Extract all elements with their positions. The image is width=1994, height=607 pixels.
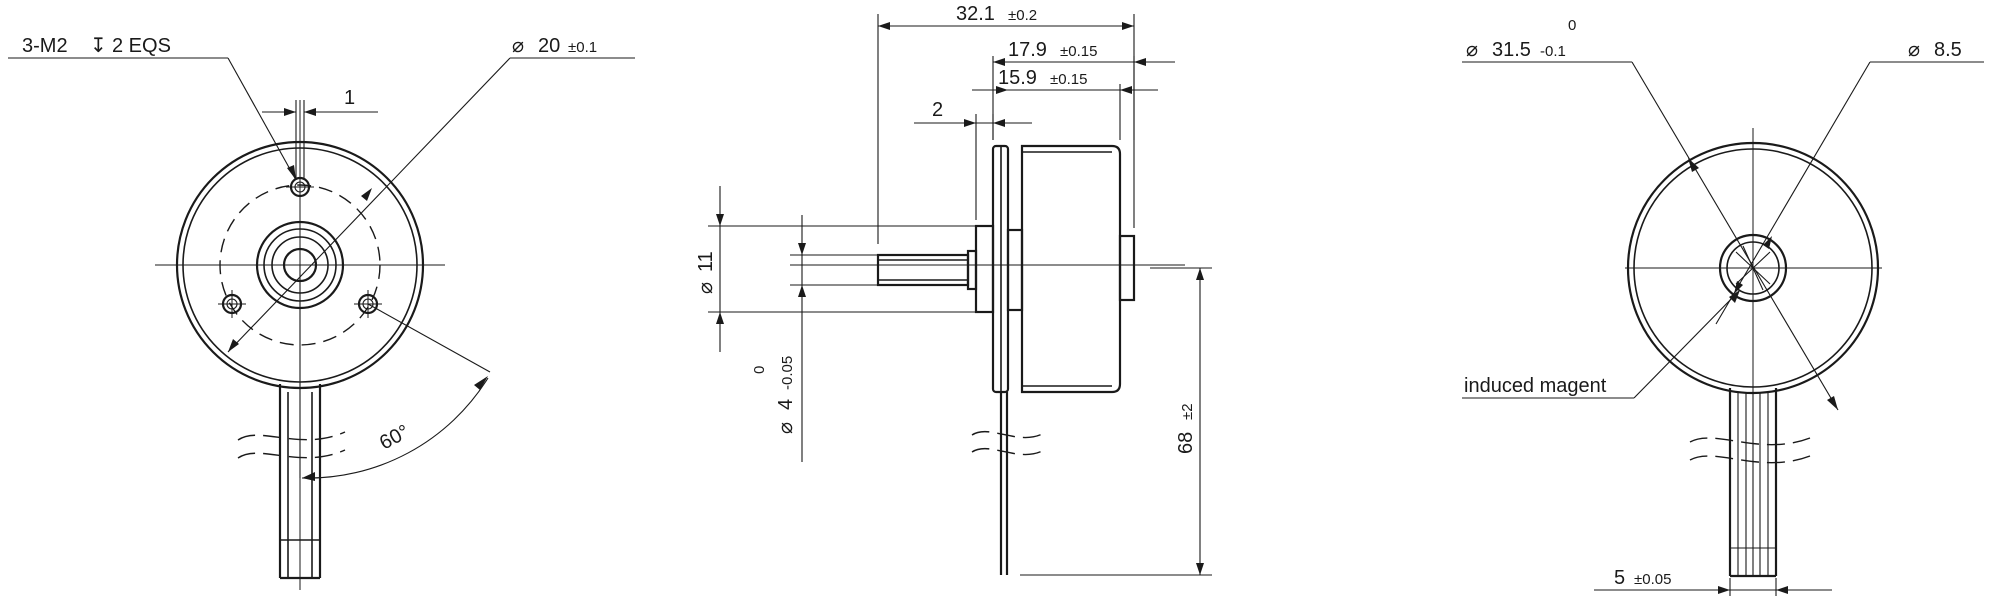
outer-dia-upper: 0 (1568, 17, 1576, 34)
front-mounting-holes (218, 176, 382, 318)
flange-thickness-label: 2 (932, 99, 943, 121)
lead-length-tol: ±2 (1179, 403, 1196, 420)
lead-length-value: 68 (1175, 432, 1197, 454)
shaft-dia-value: 4 (775, 399, 797, 410)
hole-width-label: 1 (344, 87, 355, 109)
body-dia-symbol: ⌀ (512, 35, 524, 57)
front-hole-pitch-circle (219, 184, 381, 346)
body-dia-value: 20 (538, 35, 560, 57)
inner-dia-value: 8.5 (1934, 39, 1962, 61)
inner-diameter-callout: ⌀ 8.5 (1715, 39, 1984, 325)
lead-width-tol: ±0.05 (1634, 571, 1671, 588)
angle-label: 60° (376, 421, 413, 455)
holes-label: 3-M2 (22, 35, 68, 57)
side-hub (974, 224, 995, 314)
holes-depth: 2 EQS (112, 35, 171, 57)
side-rear-boss (1118, 234, 1136, 302)
flange-thickness-dimension: 2 (914, 99, 1032, 220)
side-view: 32.1 ±0.2 17.9 ±0.15 15.9 ±0.15 (695, 3, 1212, 576)
shaft-dia-lower: -0.05 (779, 356, 796, 390)
body-len1-tol: ±0.15 (1060, 43, 1097, 60)
side-body (1020, 144, 1122, 394)
outer-dia-value: 31.5 (1492, 39, 1531, 61)
body-length-1-dimension: 17.9 ±0.15 (992, 39, 1175, 140)
inner-dia-symbol: ⌀ (1908, 39, 1920, 61)
body-len1-value: 17.9 (1008, 39, 1047, 61)
shaft-dia-symbol: ⌀ (775, 422, 797, 434)
lead-width-value: 5 (1614, 567, 1625, 589)
shaft-dia-upper: 0 (751, 366, 768, 374)
body-len2-tol: ±0.15 (1050, 71, 1087, 88)
depth-symbol: ↧ (90, 35, 107, 57)
overall-length-tol: ±0.2 (1008, 7, 1037, 24)
lead-width-dimension: 5 ±0.05 (1594, 567, 1832, 596)
hole-width-dimension: 1 (262, 87, 378, 178)
hub-dia-symbol: ⌀ (695, 282, 717, 294)
rear-lead (1689, 388, 1811, 578)
overall-length-value: 32.1 (956, 3, 995, 25)
body-diameter-callout: ⌀ 20 ±0.1 (227, 35, 635, 353)
front-view: 3-M2 ↧ 2 EQS 1 ⌀ 20 ±0.1 (8, 35, 635, 590)
body-len2-value: 15.9 (998, 67, 1037, 89)
body-dia-tol: ±0.1 (568, 39, 597, 56)
rear-hub-outer (1718, 233, 1788, 303)
body-length-2-dimension: 15.9 ±0.15 (972, 67, 1158, 140)
magnet-callout: induced magent (1462, 289, 1741, 399)
rear-view: ⌀ 31.5 0 -0.1 ⌀ 8.5 induced magent (1462, 17, 1984, 596)
magnet-label: induced magent (1464, 375, 1607, 397)
shaft-diameter-dimension: ⌀ 4 -0.05 0 (751, 215, 878, 462)
lead-length-dimension: 68 ±2 (1020, 267, 1212, 576)
hub-diameter-dimension: ⌀ 11 (695, 186, 976, 352)
front-lead-tab (237, 384, 346, 580)
outer-dia-symbol: ⌀ (1466, 39, 1478, 61)
hole-callout: 3-M2 ↧ 2 EQS (8, 35, 297, 181)
rear-hub-inner (1726, 241, 1780, 295)
outer-dia-lower: -0.1 (1540, 43, 1566, 60)
hub-dia-value: 11 (695, 251, 717, 272)
outer-diameter-callout: ⌀ 31.5 0 -0.1 (1462, 17, 1839, 411)
